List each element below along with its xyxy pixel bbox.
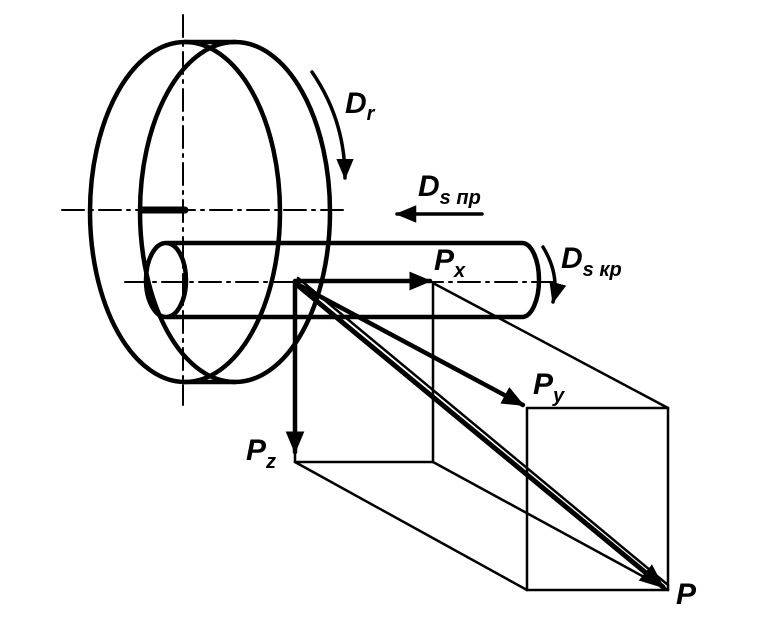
box-edge	[431, 460, 670, 592]
resultant-force-p-shadow	[296, 276, 670, 587]
workpiece-body	[165, 240, 542, 320]
wheel-rotation-arrow	[310, 70, 354, 180]
label-ds-pr: Ds пр	[418, 170, 481, 209]
workpiece-rotation-arrow	[541, 245, 567, 304]
box-edge	[293, 460, 529, 592]
label-ds-kr: Ds кр	[561, 242, 622, 281]
label-pz: Pz	[246, 434, 276, 473]
label-px: Px	[434, 244, 466, 282]
label-dr: Dr	[345, 87, 376, 125]
box-edge	[431, 281, 670, 410]
resultant-force-p-arrow	[293, 281, 666, 590]
force-py-arrow	[292, 280, 526, 408]
label-py: Py	[533, 368, 565, 407]
grinding-wheel	[61, 14, 346, 406]
workpiece	[124, 240, 561, 320]
label-p: P	[676, 578, 697, 611]
workpiece-end-face	[143, 240, 189, 320]
